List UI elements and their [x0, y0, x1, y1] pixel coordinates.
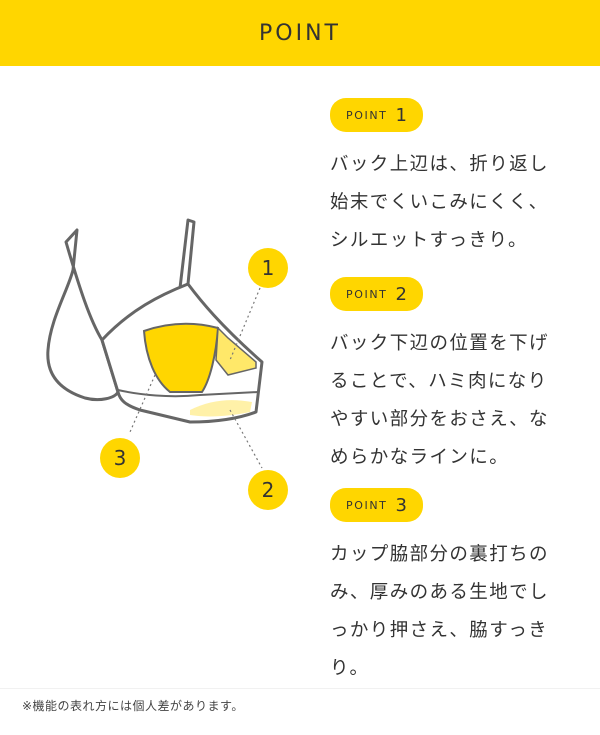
- point-description: バック下辺の位置を下げ ることで、ハミ肉になり やすい部分をおさえ、な めらかな…: [330, 333, 549, 468]
- point-item-3: POINT 3 カップ脇部分の裏打ちの み、厚みのある生地でし っかり押さえ、脇…: [330, 488, 590, 688]
- leader-line-1: [229, 287, 261, 361]
- footnote: ※機能の表れ方には個人差があります。: [22, 699, 244, 713]
- label-text-1: 1: [262, 256, 275, 280]
- point-badge-word: POINT: [346, 498, 388, 512]
- label-text-2: 2: [262, 478, 275, 502]
- bra-illustration: 1 2 3: [46, 218, 288, 510]
- point-badge-number: 3: [395, 494, 407, 516]
- leader-line-2: [229, 409, 263, 469]
- cup-side-panel: [142, 322, 220, 393]
- point-item-2: POINT 2 バック下辺の位置を下げ ることで、ハミ肉になり やすい部分をおさ…: [330, 277, 590, 477]
- label-text-3: 3: [114, 446, 127, 470]
- point-badge-1: POINT 1: [330, 98, 423, 132]
- page-title: POINT: [259, 20, 341, 46]
- point-item-1: POINT 1 バック上辺は、折り返し 始末でくいこみにくく、 シルエットすっき…: [330, 98, 590, 260]
- right-strap: [178, 218, 196, 290]
- footer-divider: [0, 688, 600, 689]
- point-badge-2: POINT 2: [330, 277, 423, 311]
- leader-line-3: [129, 374, 156, 433]
- point-badge-number: 2: [395, 283, 407, 305]
- point-badge-3: POINT 3: [330, 488, 423, 522]
- header-bar: POINT: [0, 0, 600, 66]
- left-cup-outline: [46, 228, 120, 402]
- point-badge-word: POINT: [346, 108, 388, 122]
- label-circle-2: 2: [248, 470, 288, 510]
- point-description: バック上辺は、折り返し 始末でくいこみにくく、 シルエットすっきり。: [330, 154, 549, 251]
- point-badge-word: POINT: [346, 287, 388, 301]
- label-circle-3: 3: [100, 438, 140, 478]
- point-badge-number: 1: [395, 104, 407, 126]
- back-lower-band: [190, 400, 252, 417]
- back-top-edge: [215, 326, 257, 376]
- inner-band: [117, 389, 259, 398]
- label-circle-1: 1: [248, 248, 288, 288]
- point-description: カップ脇部分の裏打ちの み、厚みのある生地でし っかり押さえ、脇すっき り。: [330, 544, 549, 679]
